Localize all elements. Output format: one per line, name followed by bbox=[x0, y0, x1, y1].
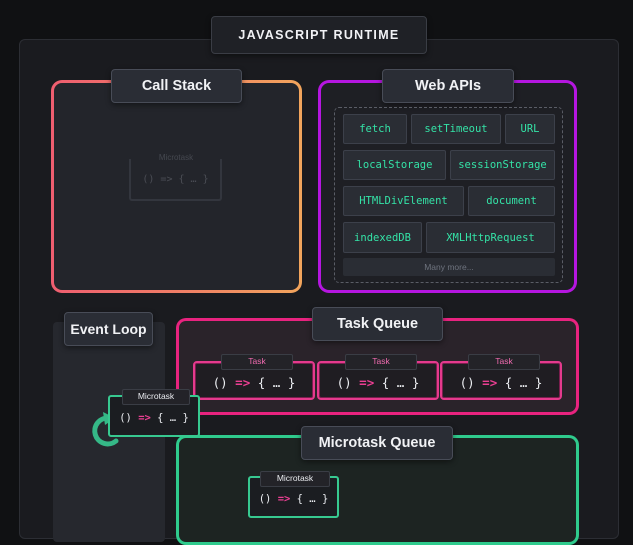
task-tag: Task bbox=[221, 354, 293, 370]
task-tag: Task bbox=[345, 354, 417, 370]
task-code: () => { … } bbox=[212, 375, 296, 390]
event-loop-microtask-card: Microtask () => { … } bbox=[108, 389, 200, 437]
microtask-tag: Microtask bbox=[122, 389, 190, 405]
queued-microtask-card: Microtask () => { … } bbox=[248, 471, 339, 518]
api-indexeddb: indexedDB bbox=[343, 222, 422, 253]
task-tag: Task bbox=[468, 354, 540, 370]
task-code: () => { … } bbox=[336, 375, 420, 390]
web-apis-title: Web APIs bbox=[382, 69, 514, 103]
microtask-queue-title: Microtask Queue bbox=[301, 426, 453, 460]
task-card: Task () => { … } bbox=[193, 354, 315, 400]
microtask-tag: Microtask bbox=[260, 471, 330, 487]
runtime-title: JAVASCRIPT RUNTIME bbox=[211, 16, 427, 54]
task-card: Task () => { … } bbox=[440, 354, 562, 400]
api-htmldivelement: HTMLDivElement bbox=[343, 186, 464, 216]
task-code: () => { … } bbox=[459, 375, 543, 390]
api-fetch: fetch bbox=[343, 114, 407, 144]
api-document: document bbox=[468, 186, 555, 216]
task-card: Task () => { … } bbox=[317, 354, 439, 400]
ghost-microtask-code: () => { … } bbox=[142, 174, 209, 185]
web-apis-grid: fetch setTimeout URL localStorage sessio… bbox=[334, 107, 563, 283]
api-xmlhttprequest: XMLHttpRequest bbox=[426, 222, 555, 253]
call-stack-ghost-microtask: Microtask () => { … } bbox=[129, 151, 222, 201]
api-sessionstorage: sessionStorage bbox=[450, 150, 555, 180]
api-url: URL bbox=[505, 114, 555, 144]
microtask-code: () => { … } bbox=[119, 412, 189, 424]
api-localstorage: localStorage bbox=[343, 150, 446, 180]
call-stack-container bbox=[51, 80, 302, 293]
web-apis-more: Many more... bbox=[343, 258, 555, 276]
ghost-microtask-tag: Microtask bbox=[145, 151, 207, 165]
task-queue-title: Task Queue bbox=[312, 307, 443, 341]
api-settimeout: setTimeout bbox=[411, 114, 501, 144]
event-loop-title: Event Loop bbox=[64, 312, 153, 346]
microtask-code: () => { … } bbox=[258, 493, 329, 505]
call-stack-title: Call Stack bbox=[111, 69, 242, 103]
